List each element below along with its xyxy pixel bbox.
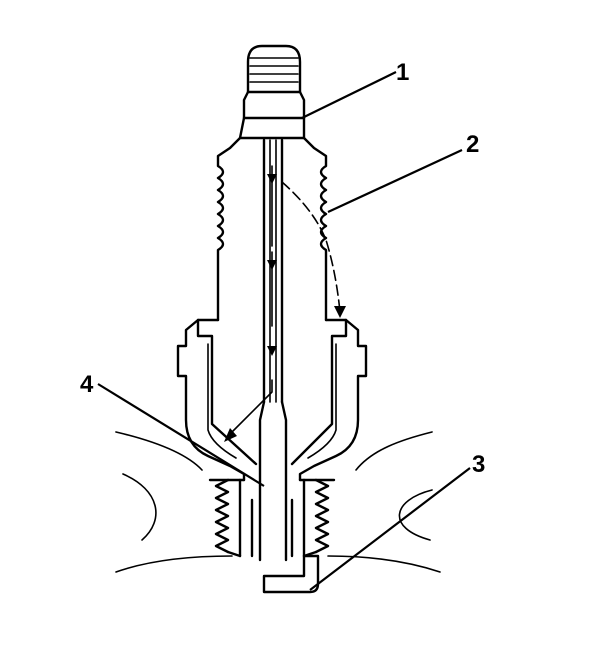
center-electrode xyxy=(258,138,288,562)
arrow-down-2 xyxy=(267,260,277,270)
leader-line-4 xyxy=(97,383,265,487)
threads xyxy=(208,478,336,558)
arrow-down-3 xyxy=(267,346,277,356)
heat-flow-arrows xyxy=(224,165,346,442)
cylinder-head xyxy=(115,431,441,573)
callout-3: 3 xyxy=(472,451,485,478)
ground-electrode xyxy=(262,554,320,594)
callout-1: 1 xyxy=(396,59,409,86)
callout-4: 4 xyxy=(80,371,94,398)
leader-line-1 xyxy=(301,71,397,119)
arrow-dashed xyxy=(334,306,346,318)
callout-2: 2 xyxy=(466,131,479,158)
arrow-diagonal xyxy=(224,428,237,442)
shell-hex xyxy=(176,318,368,482)
terminal-nut xyxy=(242,44,306,120)
insulator xyxy=(216,116,328,322)
leader-lines xyxy=(97,71,471,591)
arrow-down-1 xyxy=(267,174,277,184)
leader-line-2 xyxy=(327,149,463,213)
leader-line-3 xyxy=(309,467,471,591)
